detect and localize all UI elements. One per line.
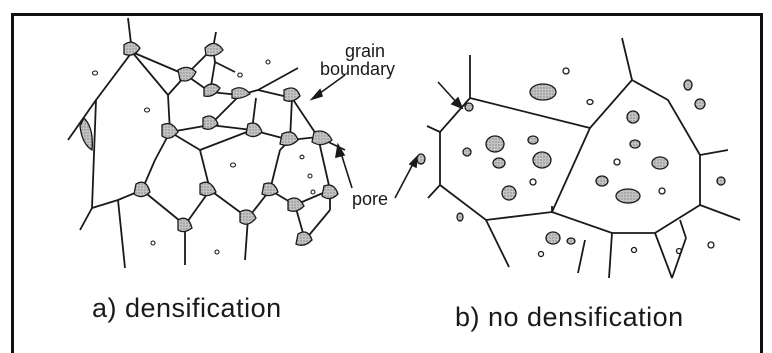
- caption-no-densification: b) no densification: [455, 302, 684, 333]
- no-densification-microstructure: [417, 38, 740, 278]
- densification-microstructure: [68, 18, 345, 268]
- grain-boundary-label-line2: boundary: [320, 60, 395, 78]
- pore-label: pore: [352, 190, 388, 208]
- isolated-pores-b: [417, 68, 725, 257]
- caption-densification: a) densification: [92, 293, 282, 324]
- grain-boundary-label-line1: grain: [345, 42, 385, 60]
- grain-boundaries-b: [427, 38, 740, 278]
